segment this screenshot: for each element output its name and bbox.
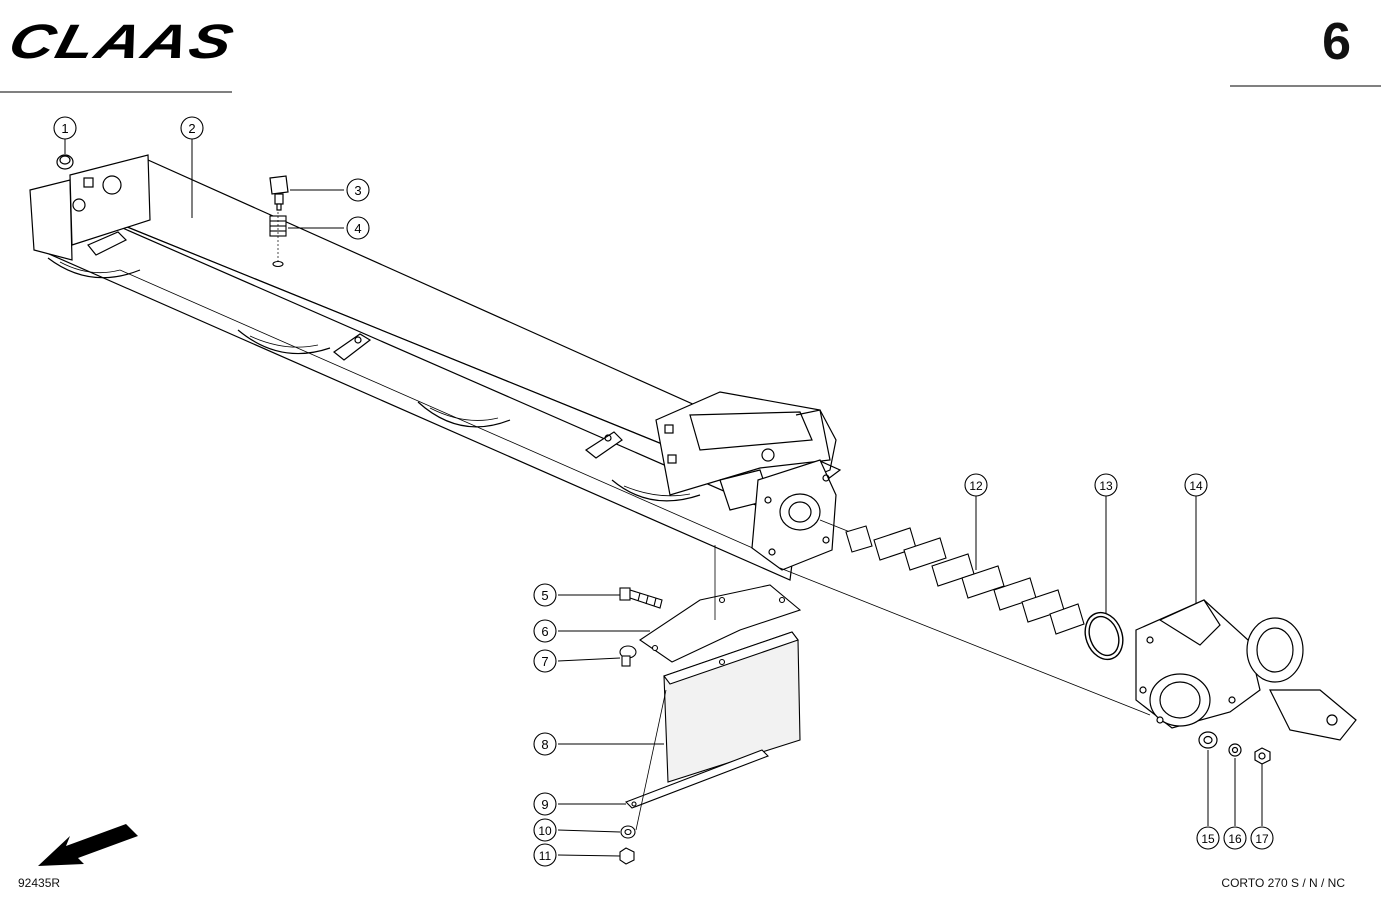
part-5-bolt xyxy=(619,587,663,609)
direction-arrow-icon xyxy=(38,824,138,866)
callout-7-label: 7 xyxy=(541,654,548,669)
part-14-gearbox xyxy=(1135,599,1357,741)
callout-8: 8 xyxy=(533,732,557,756)
callout-17: 17 xyxy=(1250,826,1274,850)
callout-3: 3 xyxy=(346,178,370,202)
callouts: 1 2 3 4 5 6 7 8 9 10 11 12 13 14 15 16 1… xyxy=(53,116,1274,867)
callout-15: 15 xyxy=(1196,826,1220,850)
callout-11-label: 11 xyxy=(539,849,552,863)
part-10-washer xyxy=(620,825,636,839)
callout-10: 10 xyxy=(533,818,557,842)
part-6-plate xyxy=(639,545,802,663)
leader-lines xyxy=(64,139,1263,857)
part-3-fitting xyxy=(269,175,289,211)
part-8-guard xyxy=(663,631,801,783)
callout-5-label: 5 xyxy=(541,588,548,603)
callout-13: 13 xyxy=(1094,473,1118,497)
page-number: 6 xyxy=(1322,13,1351,71)
callout-14-label: 14 xyxy=(1189,479,1203,493)
callout-7: 7 xyxy=(533,649,557,673)
part-1-cap xyxy=(56,154,74,170)
callout-8-label: 8 xyxy=(541,737,548,752)
cutter-bar-beam xyxy=(29,154,1151,716)
callout-6: 6 xyxy=(533,619,557,643)
callout-1: 1 xyxy=(53,116,77,140)
callout-15-label: 15 xyxy=(1201,832,1215,846)
callout-2: 2 xyxy=(180,116,204,140)
callout-4-label: 4 xyxy=(354,221,361,236)
callout-2-label: 2 xyxy=(188,121,195,136)
callout-14: 14 xyxy=(1184,473,1208,497)
model-designation: CORTO 270 S / N / NC xyxy=(1221,876,1345,890)
callout-10-label: 10 xyxy=(538,824,552,838)
callout-13-label: 13 xyxy=(1099,479,1113,493)
callout-4: 4 xyxy=(346,216,370,240)
part-16-lock-washer xyxy=(1228,743,1242,757)
callout-17-label: 17 xyxy=(1255,832,1269,846)
part-13-o-ring xyxy=(1084,611,1124,661)
part-9-strip xyxy=(625,689,769,831)
callout-11: 11 xyxy=(533,843,557,867)
callout-16-label: 16 xyxy=(1228,832,1242,846)
callout-3-label: 3 xyxy=(354,183,361,198)
callout-12-label: 12 xyxy=(969,479,983,493)
callout-1-label: 1 xyxy=(61,121,68,136)
part-17-nut xyxy=(1254,747,1271,765)
part-7-carriage-bolt xyxy=(619,645,637,667)
callout-9: 9 xyxy=(533,792,557,816)
part-12-shaft-segments xyxy=(845,525,1085,635)
part-15-washer xyxy=(1198,731,1218,749)
part-11-nut xyxy=(619,847,635,865)
part-4-spring xyxy=(269,212,287,268)
callout-5: 5 xyxy=(533,583,557,607)
drawing-code: 92435R xyxy=(18,876,61,890)
callout-6-label: 6 xyxy=(541,624,548,639)
callout-16: 16 xyxy=(1223,826,1247,850)
callout-12: 12 xyxy=(964,473,988,497)
callout-9-label: 9 xyxy=(541,797,548,812)
